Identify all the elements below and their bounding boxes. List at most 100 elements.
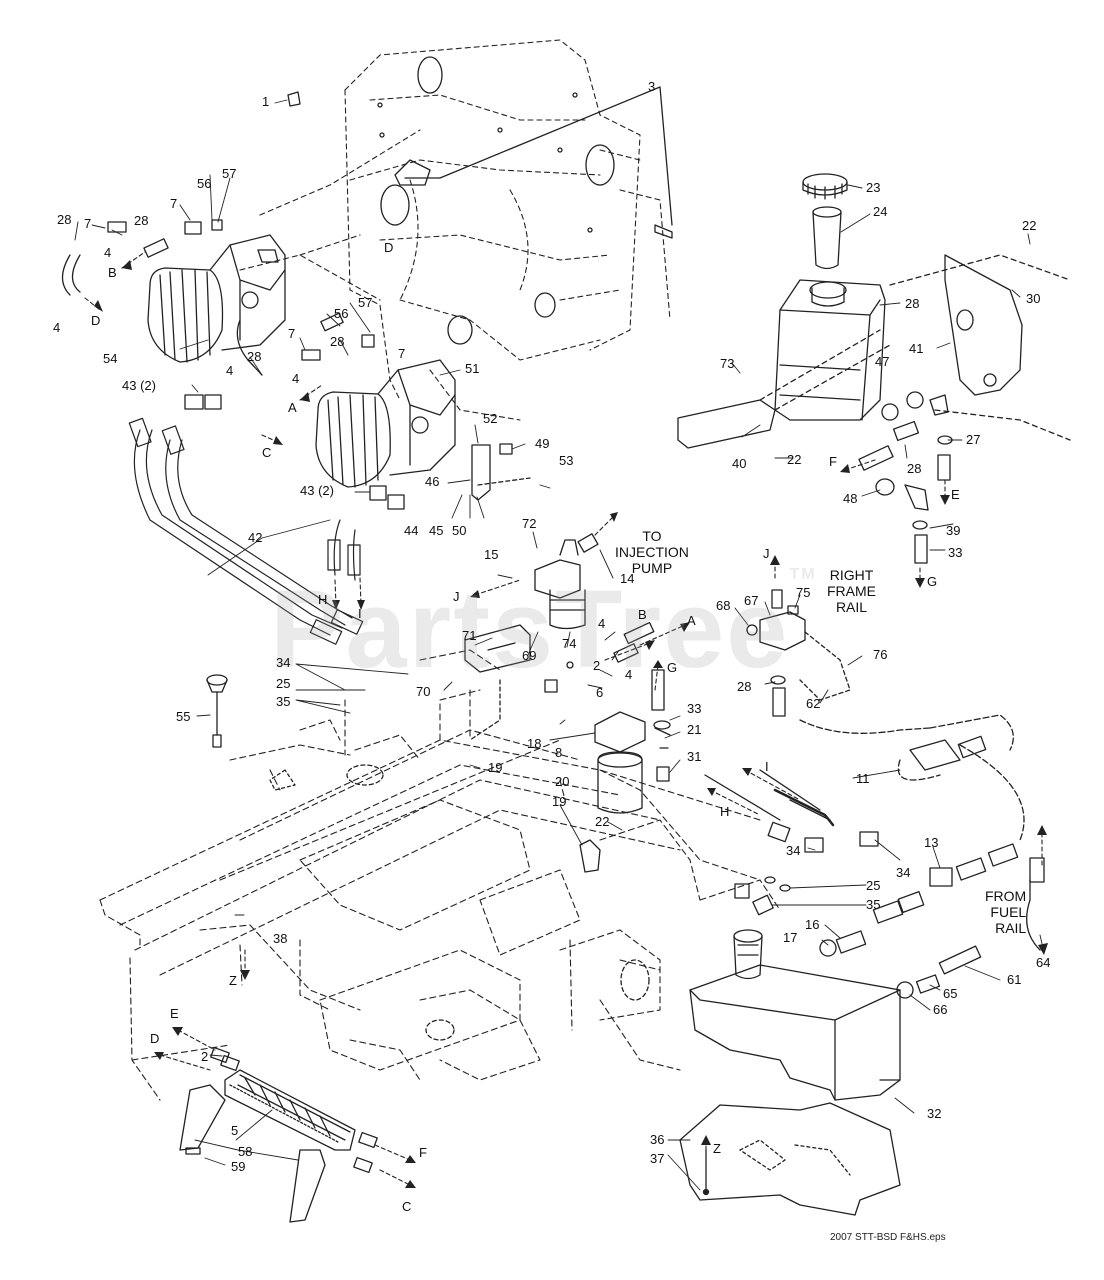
callout-label: 28: [330, 334, 345, 349]
frame-holes: [377, 56, 615, 345]
callout-label: 34: [276, 655, 291, 670]
callout-label: G: [667, 660, 678, 675]
bracket-58-right: [289, 1149, 326, 1223]
callout-label: 61: [1007, 972, 1022, 987]
fuel-line-11: [799, 714, 1025, 841]
callout-label: 41: [909, 341, 924, 356]
callout-label: 74: [562, 636, 577, 651]
callout-label: H: [318, 592, 328, 607]
callout-label: 4: [104, 245, 112, 260]
callout-label: 4: [292, 371, 300, 386]
callout-label: 53: [559, 453, 574, 468]
callout-label: 8: [555, 745, 563, 760]
callout-label: 19: [552, 794, 567, 809]
callout-label: E: [170, 1006, 179, 1021]
callout-label: 76: [873, 647, 888, 662]
callout-label: H: [720, 804, 730, 819]
callout-label: 40: [732, 456, 747, 471]
bracket-41: [944, 254, 1023, 396]
callout-label: 20: [555, 774, 570, 789]
callout-label: B: [638, 607, 647, 622]
fuel-tank-28: [774, 279, 886, 421]
callout-label: 25: [866, 878, 881, 893]
callout-label: 36: [650, 1132, 665, 1147]
callout-label: 33: [948, 545, 963, 560]
callout-label: 15: [484, 547, 499, 562]
note-right-frame-rail: RIGHT FRAME RAIL: [827, 567, 876, 615]
callout-label: 69: [522, 648, 537, 663]
callout-label: 28: [737, 679, 752, 694]
callout-label: 35: [276, 694, 291, 709]
hoses-42: [128, 417, 364, 645]
flow-arrows: [84, 251, 1043, 1186]
callout-label: 68: [716, 598, 731, 613]
callout-label: I: [765, 759, 769, 774]
callout-label: 38: [273, 931, 288, 946]
callout-label: 30: [1026, 291, 1041, 306]
callout-label: 7: [288, 326, 296, 341]
callout-label: 17: [783, 930, 798, 945]
callout-label: 19: [488, 760, 503, 775]
bracket-19: [579, 839, 601, 873]
callout-label: F: [829, 454, 837, 469]
callout-label: 46: [425, 474, 440, 489]
watermark-tm: TM: [789, 566, 817, 583]
callout-label: 27: [966, 432, 981, 447]
callout-label: 3: [648, 79, 656, 94]
fuel-pump-75: [746, 589, 851, 701]
callout-label: 22: [787, 452, 802, 467]
callout-label: 24: [873, 204, 888, 219]
callout-label: D: [384, 240, 394, 255]
watermark: PartsTreeTM: [270, 566, 817, 693]
watermark-text: PartsTree: [270, 568, 790, 691]
callout-label: 7: [170, 196, 178, 211]
callout-label: 28: [247, 349, 262, 364]
callout-label: G: [927, 574, 938, 589]
callout-label: 4: [226, 363, 234, 378]
callout-label: 67: [744, 593, 759, 608]
callout-label: 56: [334, 306, 349, 321]
callout-label: 33: [687, 701, 702, 716]
callout-label: 28: [907, 461, 922, 476]
oil-filter-20: [597, 751, 643, 814]
note-to-injection-pump: TO INJECTION PUMP: [615, 528, 689, 576]
filler-neck-24: [812, 206, 842, 270]
note-text: TO INJECTION PUMP: [615, 528, 689, 577]
fittings-right: [858, 391, 953, 564]
callout-label: D: [91, 313, 101, 328]
callout-label: 45: [429, 523, 444, 538]
callout-label: 39: [946, 523, 961, 538]
callout-label: I: [358, 606, 362, 621]
lower-chassis: [99, 649, 781, 1101]
callout-label: 4: [625, 667, 633, 682]
callout-label: 47: [875, 354, 890, 369]
bracket-71: [464, 624, 531, 673]
callout-label: 54: [103, 351, 118, 366]
callout-label: 25: [276, 676, 291, 691]
callout-label: 64: [1036, 955, 1051, 970]
callout-label: 57: [358, 295, 373, 310]
callout-label: 14: [620, 571, 635, 586]
arrow-heads: [94, 260, 1048, 1188]
callout-label: 50: [452, 523, 467, 538]
callout-label: 22: [595, 814, 610, 829]
callout-label: 62: [806, 696, 821, 711]
callout-label: 2: [593, 658, 601, 673]
callout-label: J: [763, 546, 770, 561]
tank-cap-23: [802, 173, 848, 200]
callout-label: A: [288, 400, 297, 415]
callout-label: 44: [404, 523, 419, 538]
callout-label: Z: [713, 1141, 721, 1156]
callout-label: 4: [53, 320, 61, 335]
callout-label: 75: [796, 585, 811, 600]
callout-label: 31: [687, 749, 702, 764]
callout-label: 51: [465, 361, 480, 376]
note-text: FROM FUEL RAIL: [985, 888, 1027, 937]
callout-label: 16: [805, 917, 820, 932]
oil-cooler-5: [224, 1069, 356, 1151]
callout-label: J: [453, 589, 460, 604]
leaders: [74, 99, 1044, 1191]
callout-label: 6: [596, 685, 604, 700]
